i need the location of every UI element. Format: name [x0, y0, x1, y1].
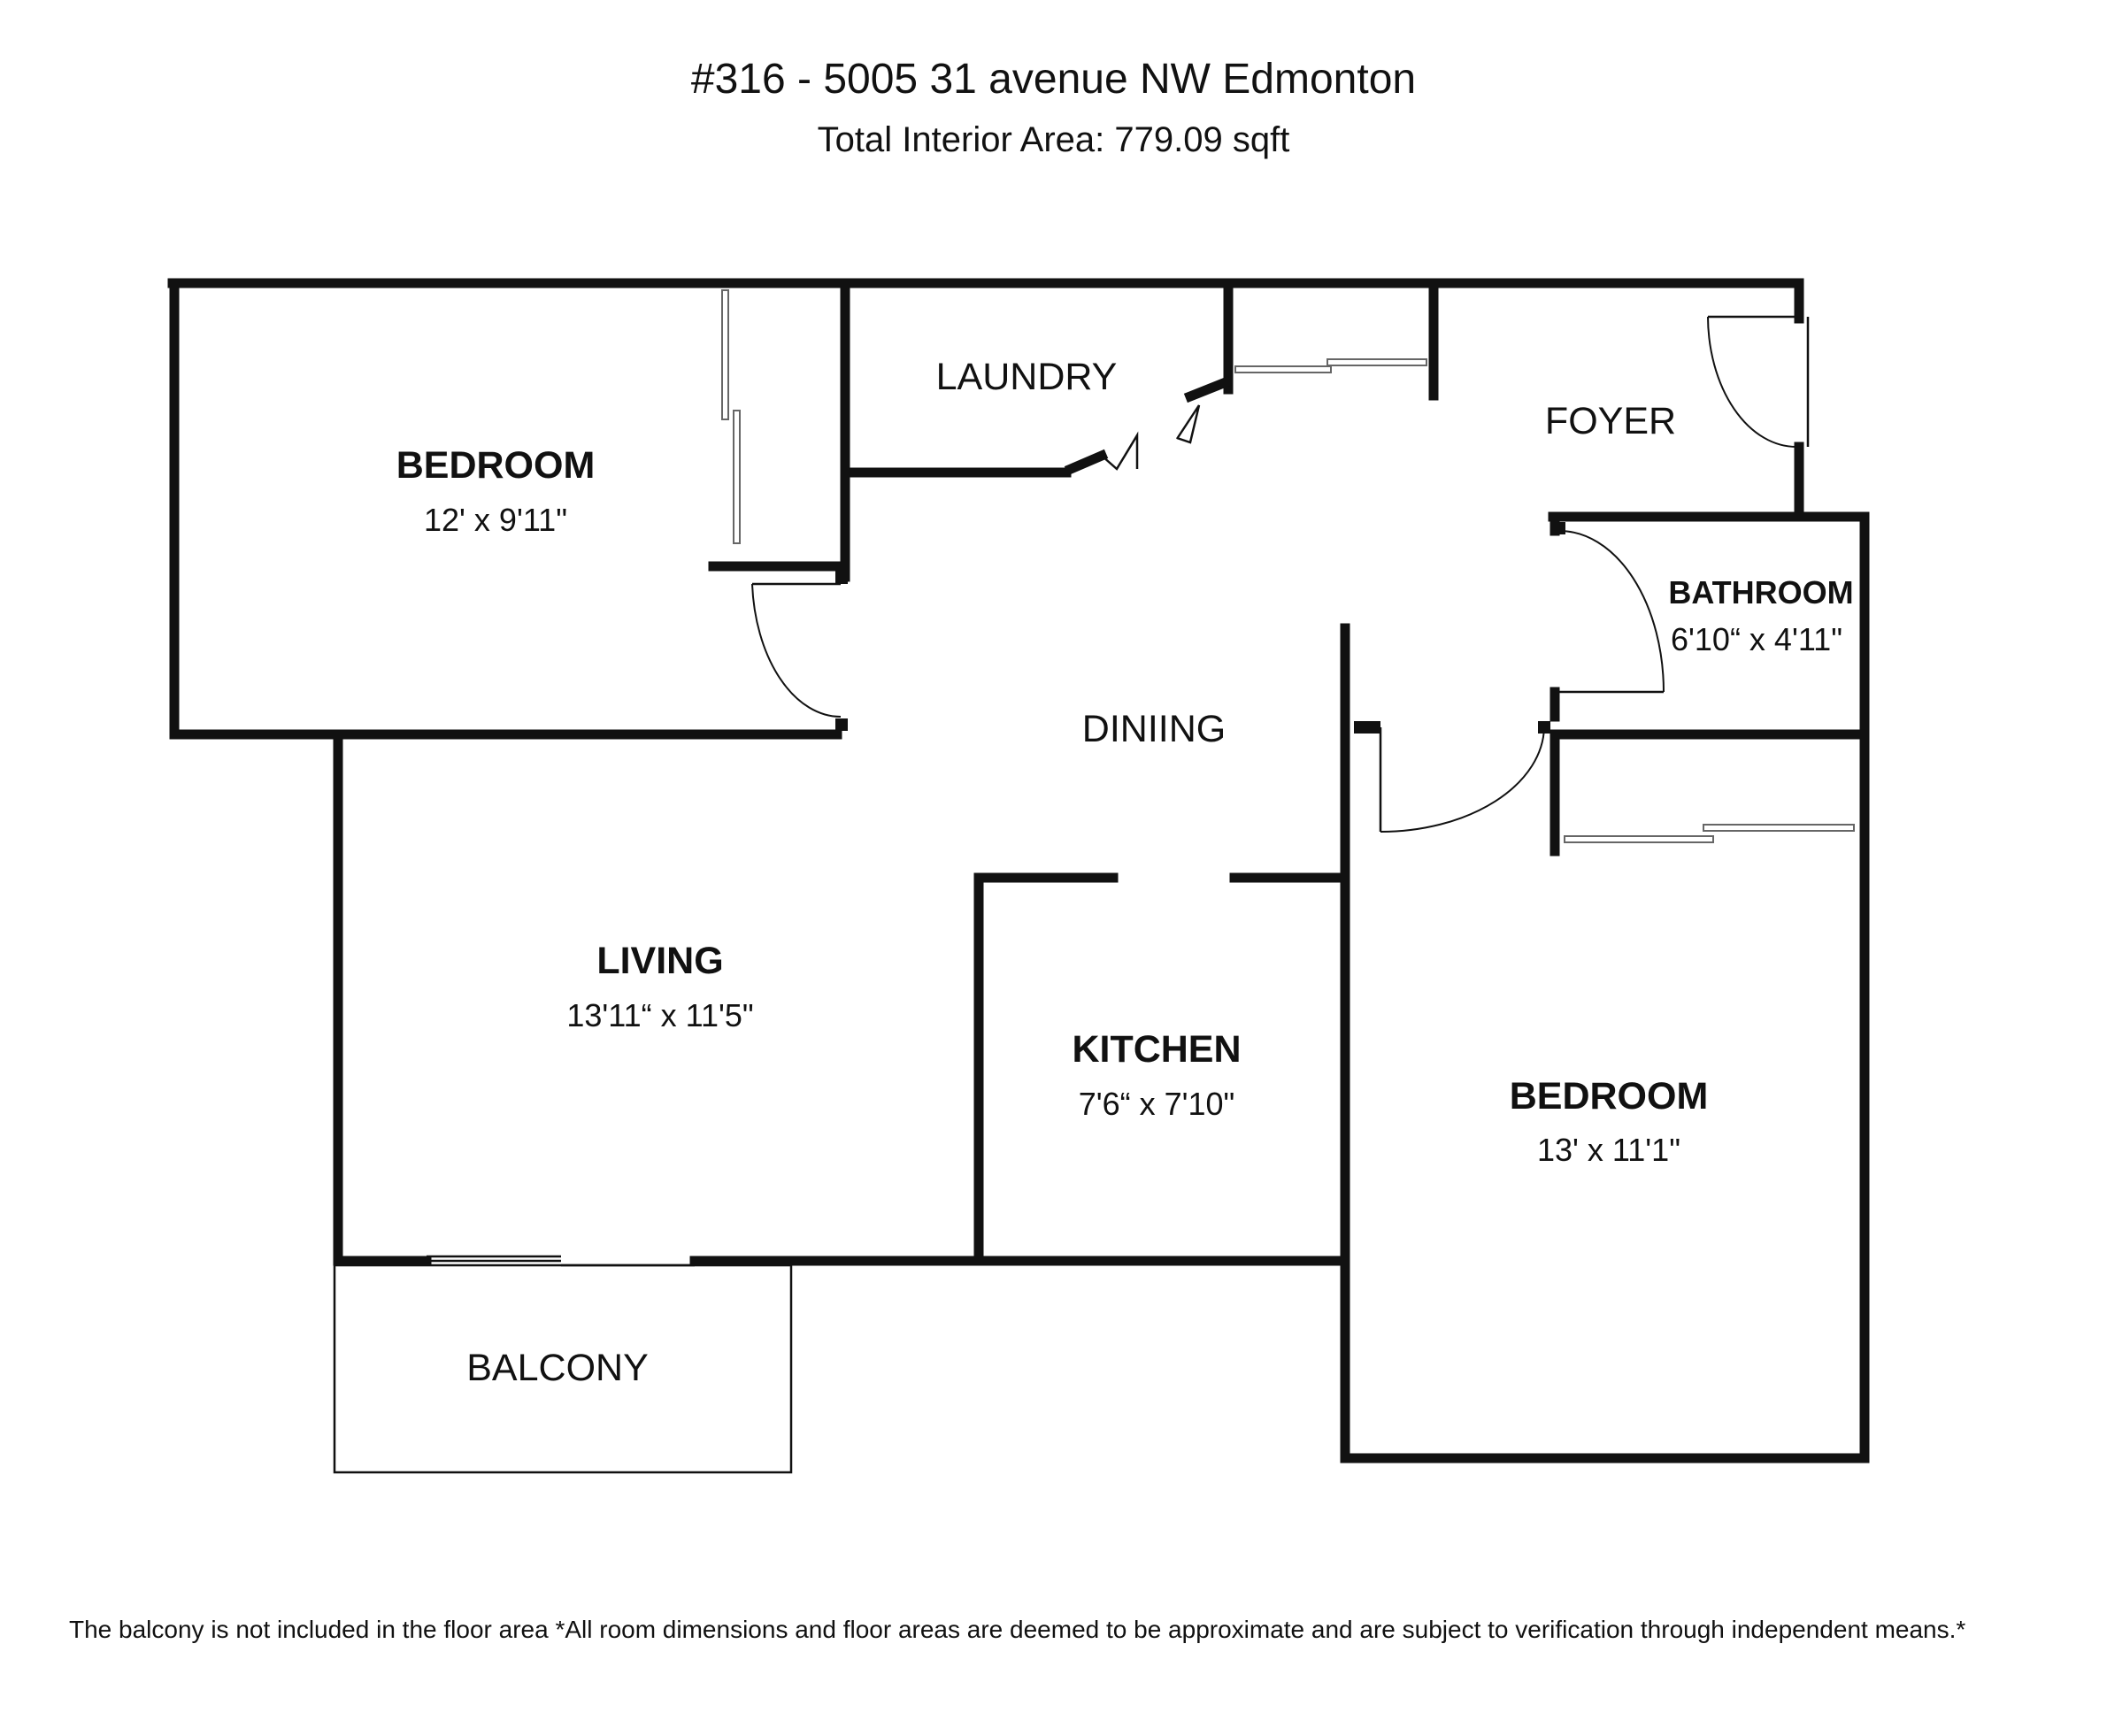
total-area: Total Interior Area: 779.09 sqft	[817, 120, 1290, 159]
room-dims-bedroom: 12' x 9'11"	[424, 502, 567, 538]
room-dims-kitchen: 7'6“ x 7'10"	[1079, 1086, 1235, 1122]
page-title: #316 - 5005 31 avenue NW Edmonton	[690, 56, 1417, 103]
room-label-bathroom: BATHROOM	[1668, 574, 1853, 611]
room-label-bedroom: BEDROOM	[396, 444, 596, 487]
room-dims-bedroom: 13' x 11'1"	[1537, 1132, 1680, 1168]
bedroom-door	[751, 571, 848, 731]
closet-slider-door	[733, 410, 741, 544]
entry-door	[1707, 315, 1810, 448]
closet-slider-door	[1234, 365, 1332, 373]
room-label-living: LIVING	[596, 940, 723, 982]
balcony-outline	[333, 1264, 793, 1474]
room-label-balcony: BALCONY	[466, 1347, 649, 1389]
closet-slider-door	[1703, 824, 1855, 832]
room-label-foyer: FOYER	[1545, 400, 1676, 442]
room-label-laundry: LAUNDRY	[936, 356, 1118, 398]
balcony-sliding-door	[427, 1255, 695, 1267]
laundry-bifold-door	[1064, 375, 1233, 476]
closet-slider-door	[1564, 835, 1714, 843]
closet-slider-door	[1326, 358, 1427, 366]
room-dims-living: 13'11“ x 11'5"	[566, 997, 753, 1033]
room-label-dining: DINIING	[1082, 708, 1226, 750]
walls	[167, 278, 1870, 1463]
bathroom-door	[1553, 522, 1665, 694]
room-dims-bathroom: 6'10“ x 4'11"	[1671, 621, 1842, 657]
disclaimer-footnote: The balcony is not included in the floor…	[69, 1616, 1966, 1643]
room-label-kitchen: KITCHEN	[1072, 1028, 1241, 1071]
room-label-bedroom: BEDROOM	[1510, 1075, 1709, 1118]
closet-slider-door	[721, 289, 729, 420]
bedroom2-door	[1340, 623, 1550, 833]
